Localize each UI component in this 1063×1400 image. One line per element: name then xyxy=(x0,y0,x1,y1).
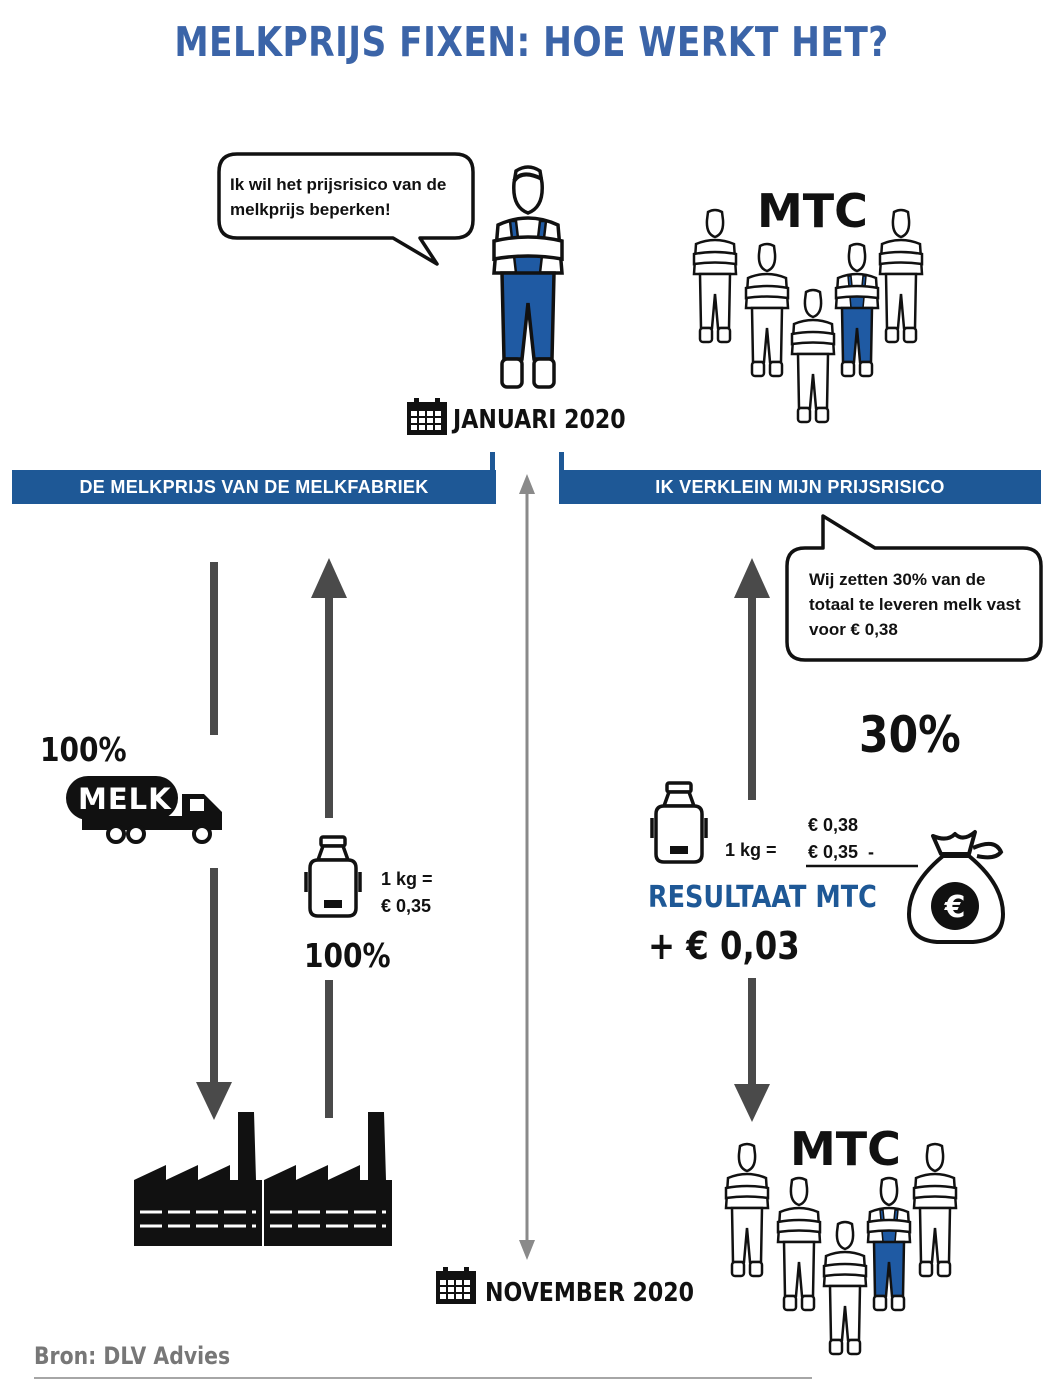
left-kg-line1: 1 kg = xyxy=(381,869,433,889)
return-percent: 100% xyxy=(304,936,391,975)
money-bag-icon: € xyxy=(906,830,1006,944)
result-value: + € 0,03 xyxy=(648,924,800,968)
mtc-speech-text: Wij zetten 30% van de totaal te leveren … xyxy=(809,570,1021,639)
milk-can-icon xyxy=(304,835,362,918)
date-end: NOVEMBER 2020 xyxy=(485,1278,695,1308)
source-credit: Bron: DLV Advies xyxy=(34,1342,231,1370)
calendar-icon xyxy=(407,398,447,435)
truck-percent: 100% xyxy=(40,730,127,769)
price-fixed: € 0,38 xyxy=(808,815,859,835)
right-band: IK VERKLEIN MIJN PRIJSRISICO xyxy=(559,470,1041,504)
date-start: JANUARI 2020 xyxy=(453,405,626,435)
right-band-tick xyxy=(559,452,564,504)
mtc-label-top: MTC xyxy=(757,184,868,238)
svg-text:€: € xyxy=(944,890,966,925)
right-percent: 30% xyxy=(859,706,961,764)
milk-can-icon-right xyxy=(650,781,708,864)
truck-label: MELK xyxy=(78,782,172,816)
result-title: RESULTAAT MTC xyxy=(648,880,877,915)
page-title: MELKPRIJS FIXEN: HOE WERKT HET? xyxy=(174,18,889,66)
left-band: DE MELKPRIJS VAN DE MELKFABRIEK xyxy=(12,470,496,504)
truck-icon xyxy=(66,776,222,844)
price-market: € 0,35 - xyxy=(808,842,875,862)
farmer-speech-bubble xyxy=(217,152,475,266)
group-of-farmers-icon-bottom xyxy=(724,1142,958,1356)
farmer-speech-text: Ik wil het prijsrisico van de melkprijs … xyxy=(230,175,447,219)
mtc-speech-bubble xyxy=(785,514,1043,662)
right-kg-label: 1 kg = xyxy=(725,840,777,860)
mtc-label-bottom: MTC xyxy=(790,1122,901,1176)
left-band-tick xyxy=(490,452,495,504)
calendar-icon-end xyxy=(436,1267,476,1304)
farmer-icon xyxy=(492,165,564,389)
left-kg-line2: € 0,35 xyxy=(381,896,432,916)
factory-icon xyxy=(134,1112,392,1246)
